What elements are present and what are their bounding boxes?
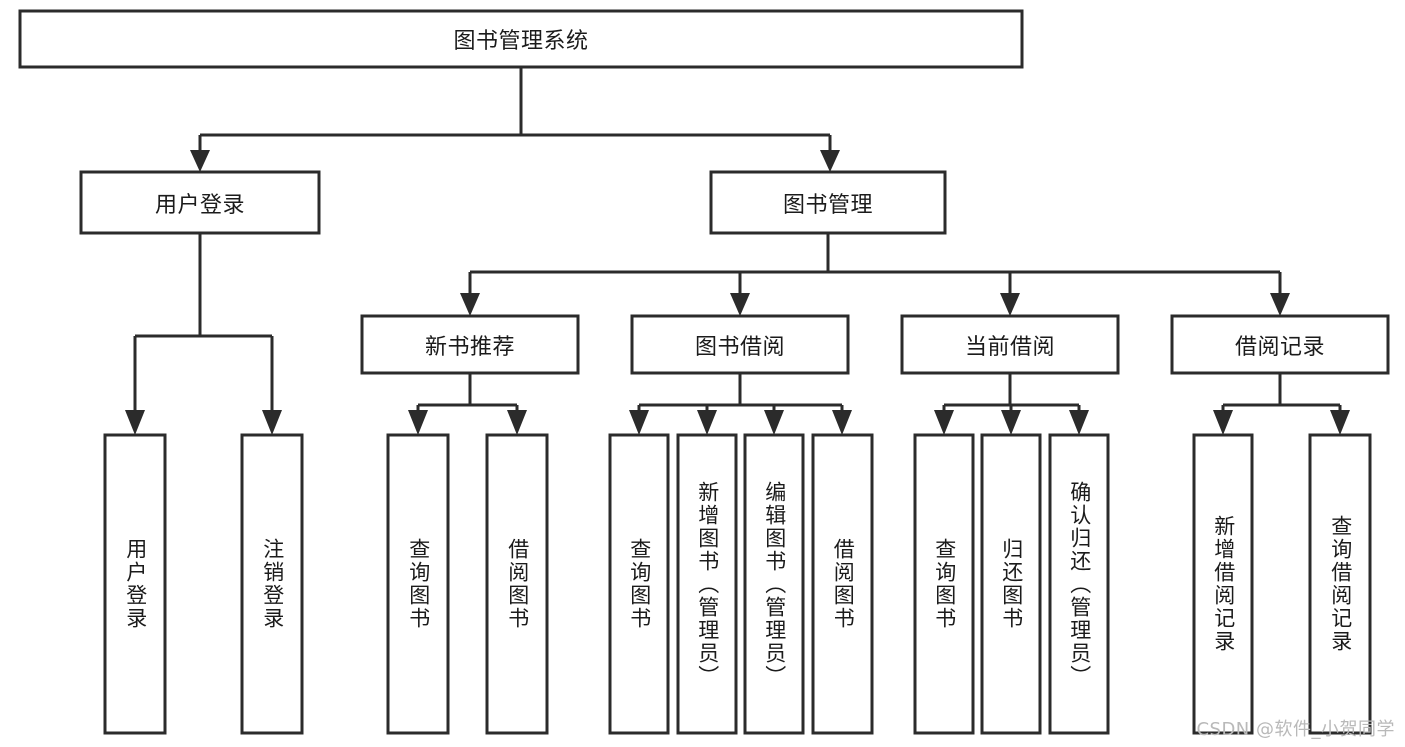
node-box-book-manage[interactable]: [709, 170, 947, 235]
node-box-leaf-user-logout[interactable]: [240, 433, 304, 735]
arrow-head-current-borrow: [1000, 293, 1020, 316]
connector-current-borrow-to-leaves: [942, 373, 1081, 414]
node-box-leaf-confirm-return[interactable]: [1048, 433, 1110, 735]
csdn-watermark: CSDN @软件_小贺同学: [1196, 719, 1395, 740]
node-box-leaf-add-record[interactable]: [1192, 433, 1254, 735]
node-box-leaf-query-book-2[interactable]: [608, 433, 670, 735]
node-box-leaf-edit-book[interactable]: [743, 433, 805, 735]
node-box-leaf-borrow-book-1[interactable]: [485, 433, 549, 735]
node-box-borrow-record[interactable]: [1170, 314, 1390, 375]
connector-book-borrow-to-leaves: [637, 373, 844, 414]
arrow-head-user-login: [190, 150, 210, 172]
connector-book-manage-to-level3: [468, 233, 1282, 296]
node-box-leaf-user-login[interactable]: [103, 433, 167, 735]
node-box-leaf-borrow-book-2[interactable]: [811, 433, 874, 735]
node-box-current-borrow[interactable]: [900, 314, 1120, 375]
arrow-head-borrow-record: [1270, 293, 1290, 316]
node-box-leaf-query-book-3[interactable]: [913, 433, 975, 735]
node-box-book-borrow[interactable]: [630, 314, 850, 375]
connector-root-to-level2: [198, 67, 832, 152]
arrow-head-book-manage: [820, 150, 840, 172]
node-box-leaf-return-book[interactable]: [980, 433, 1042, 735]
node-box-new-book-recommend[interactable]: [360, 314, 580, 375]
arrow-head-book-borrow: [730, 293, 750, 316]
arrow-head-leaf-user-logout: [262, 410, 282, 435]
arrow-head-leaf-add-record: [1213, 410, 1233, 435]
node-box-leaf-query-book-1[interactable]: [386, 433, 450, 735]
arrow-head-leaf-return-book: [1001, 410, 1021, 435]
arrow-head-leaf-user-login: [125, 410, 145, 435]
connector-user-login-to-leaves: [133, 233, 274, 414]
connector-new-book-recommend-to-leaves: [416, 373, 519, 414]
arrow-head-leaf-edit-book: [764, 410, 784, 435]
node-box-user-login[interactable]: [79, 170, 321, 235]
node-box-root[interactable]: [18, 9, 1024, 69]
arrow-head-leaf-borrow-book-2: [832, 410, 852, 435]
arrow-head-new-book-recommend: [460, 293, 480, 316]
connector-borrow-record-to-leaves: [1221, 373, 1342, 414]
node-box-leaf-add-book[interactable]: [676, 433, 738, 735]
arrow-head-leaf-borrow-book-1: [507, 410, 527, 435]
arrow-head-leaf-confirm-return: [1069, 410, 1089, 435]
arrow-head-leaf-query-book-1: [408, 410, 428, 435]
arrow-head-leaf-query-book-3: [934, 410, 954, 435]
arrow-head-leaf-add-book: [697, 410, 717, 435]
arrow-head-leaf-query-book-2: [629, 410, 649, 435]
arrow-head-leaf-query-record: [1330, 410, 1350, 435]
node-box-leaf-query-record[interactable]: [1308, 433, 1372, 735]
